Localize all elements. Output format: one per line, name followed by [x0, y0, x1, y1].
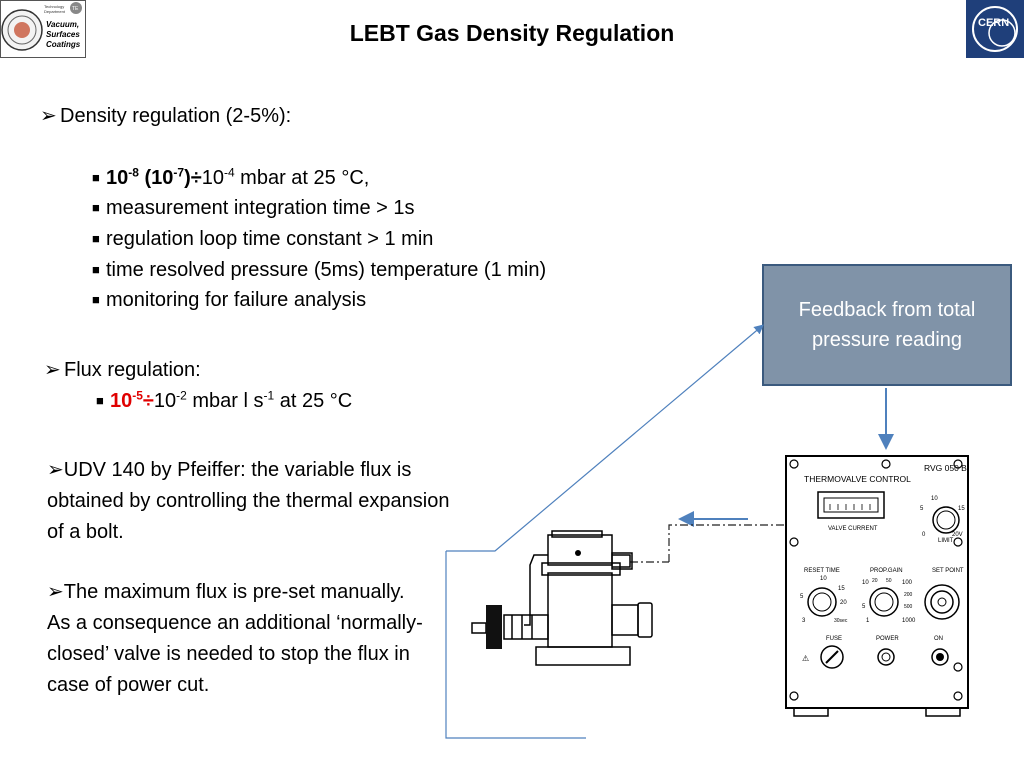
arrow-bullet-icon: ➢ — [47, 581, 64, 603]
square-bullet-icon: ■ — [92, 170, 100, 185]
density-item-3: ■regulation loop time constant > 1 min — [92, 228, 434, 250]
reset-time-label: RESET TIME — [804, 568, 840, 574]
svg-text:50: 50 — [886, 578, 892, 584]
square-bullet-icon: ■ — [92, 200, 100, 215]
udv-paragraph: ➢UDV 140 by Pfeiffer: the variable flux … — [47, 455, 467, 548]
svg-text:20V: 20V — [952, 532, 963, 538]
feedback-text: Feedback from total pressure reading — [798, 299, 976, 351]
svg-text:200: 200 — [904, 592, 913, 598]
flux-heading: ➢Flux regulation: — [44, 358, 201, 382]
square-bullet-icon: ■ — [92, 292, 100, 307]
density-heading-text: Density regulation (2-5%): — [60, 105, 292, 127]
svg-text:30sec: 30sec — [834, 618, 848, 624]
logo-surfaces: Surfaces — [46, 30, 80, 39]
logo-coatings: Coatings — [46, 40, 81, 49]
svg-text:5: 5 — [862, 604, 866, 610]
maxflux-paragraph: ➢The maximum flux is pre-set manually. A… — [47, 577, 427, 701]
flux-heading-text: Flux regulation: — [64, 359, 201, 381]
feedback-box: Feedback from total pressure reading — [762, 264, 1012, 386]
svg-text:1000: 1000 — [902, 618, 916, 624]
arrow-bullet-icon: ➢ — [40, 105, 57, 127]
logo-line1: Technology — [44, 4, 64, 9]
valve-drawing — [471, 530, 653, 666]
logo-badge: TE — [72, 6, 79, 12]
density-item-5: ■monitoring for failure analysis — [92, 289, 367, 311]
maxflux-text: The maximum flux is pre-set manually. As… — [47, 581, 423, 696]
vacuum-surfaces-coatings-logo: Technology Department Vacuum, Surfaces C… — [0, 0, 86, 58]
slide-title: LEBT Gas Density Regulation — [349, 20, 675, 46]
controller-model: RVG 050 B — [924, 463, 967, 473]
svg-text:15: 15 — [958, 506, 965, 512]
svg-text:10: 10 — [862, 580, 869, 586]
square-bullet-icon: ■ — [96, 393, 104, 408]
svg-text:10: 10 — [820, 576, 827, 582]
cern-logo: CERN — [966, 0, 1024, 58]
svg-text:1: 1 — [866, 618, 870, 624]
square-bullet-icon: ■ — [92, 231, 100, 246]
valve-outline-line — [445, 551, 586, 739]
svg-text:5: 5 — [800, 594, 804, 600]
controller-name: THERMOVALVE CONTROL — [804, 474, 911, 484]
svg-text:100: 100 — [902, 580, 913, 586]
density-item-4: ■time resolved pressure (5ms) temperatur… — [92, 259, 547, 281]
udv-text: UDV 140 by Pfeiffer: the variable flux i… — [47, 459, 450, 543]
svg-text:20: 20 — [840, 600, 847, 606]
svg-text:500: 500 — [904, 604, 913, 610]
svg-text:10: 10 — [931, 496, 938, 502]
controller-panel: THERMOVALVE CONTROL RVG 050 B VALVE CURR… — [785, 455, 969, 717]
fuse-label: FUSE — [826, 636, 842, 642]
flux-item: ■10-5÷10-2 mbar l s-1 at 25 °C — [96, 388, 353, 412]
density-item-2: ■measurement integration time > 1s — [92, 197, 415, 219]
knob-icon — [486, 605, 502, 649]
on-label: ON — [934, 636, 943, 642]
arrow-bullet-icon: ➢ — [47, 459, 64, 481]
logo-vacuum: Vacuum, — [46, 20, 79, 29]
prop-gain-label: PROP.GAIN — [870, 568, 903, 574]
density-item-1: ■10-8 (10-7)÷10-4 mbar at 25 °C, — [92, 165, 370, 189]
square-bullet-icon: ■ — [92, 262, 100, 277]
set-point-label: SET POINT — [932, 568, 964, 574]
warning-icon: ⚠ — [802, 654, 809, 663]
limit-label: LIMIT — [938, 538, 954, 544]
svg-text:20: 20 — [872, 578, 878, 584]
valve-current-label: VALVE CURRENT — [828, 526, 878, 532]
control-wire — [668, 524, 786, 562]
svg-text:15: 15 — [838, 586, 845, 592]
cern-logo-text: CERN — [978, 17, 1009, 29]
logo-line2: Department — [44, 9, 66, 14]
svg-text:3: 3 — [802, 618, 806, 624]
svg-text:5: 5 — [920, 506, 924, 512]
power-label: POWER — [876, 636, 899, 642]
svg-text:0: 0 — [922, 532, 926, 538]
arrow-bullet-icon: ➢ — [44, 359, 61, 381]
density-heading: ➢Density regulation (2-5%): — [40, 104, 291, 128]
feedback-link-line — [446, 324, 764, 552]
